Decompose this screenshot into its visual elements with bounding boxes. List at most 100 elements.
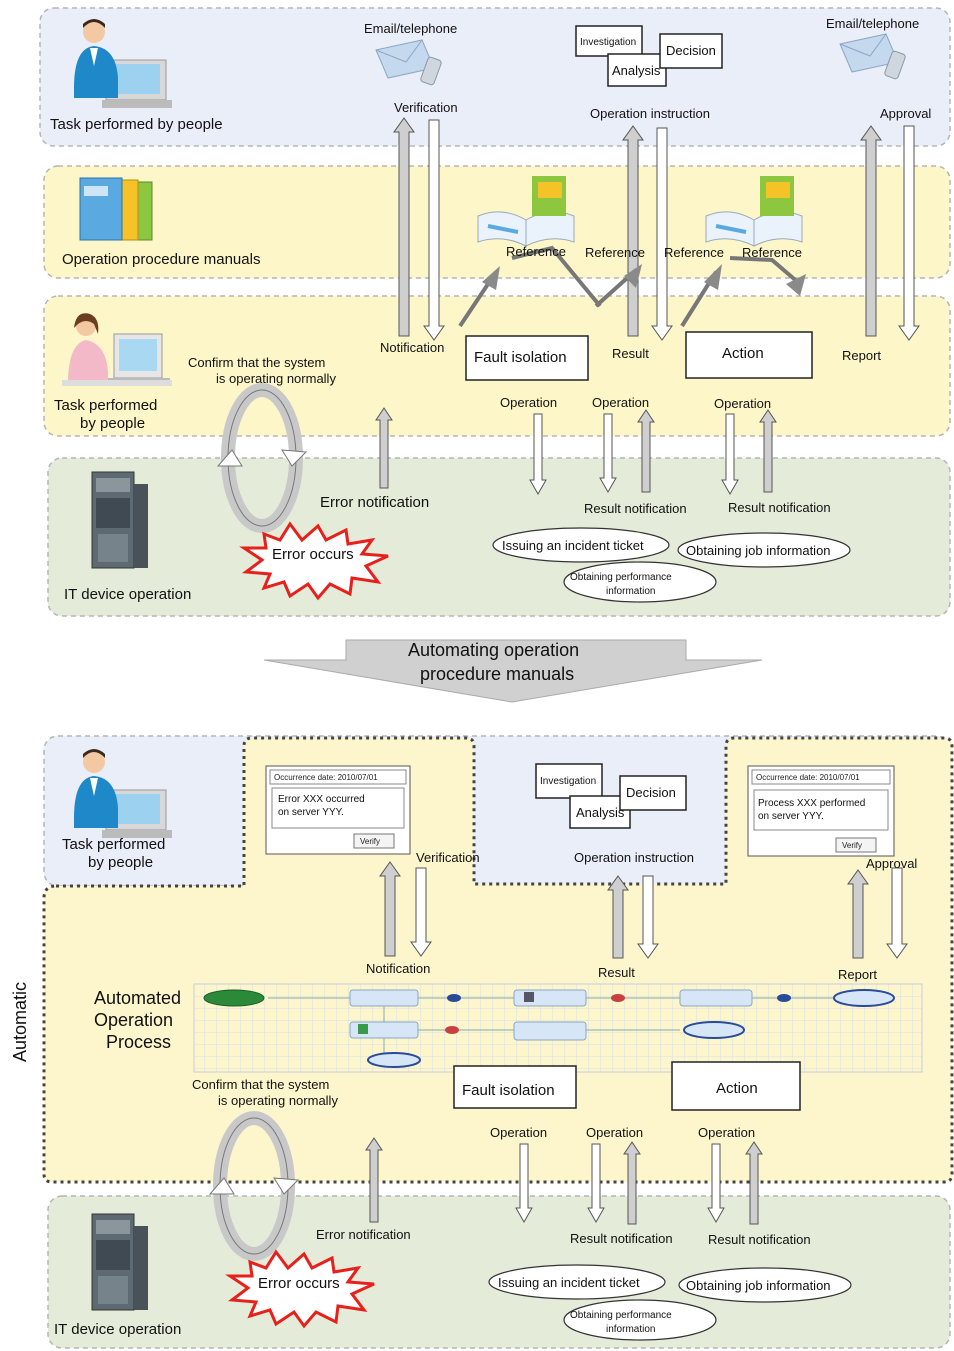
operation-arrow-top-1 xyxy=(529,413,547,496)
bottom-section: Automatic Task performed by people Occur… xyxy=(10,735,954,1349)
operation-arrow-top-3 xyxy=(721,413,739,496)
fault-isolation-box-top xyxy=(465,335,589,381)
open-manual-icon xyxy=(705,176,803,247)
popup-left-body-1: Error XXX occurred xyxy=(278,794,365,805)
approval-arrows xyxy=(860,125,920,341)
notification-popup-right: Occurrence date: 2010/07/01 Process XXX … xyxy=(747,765,895,857)
document-stack: Investigation Analysis Decision xyxy=(575,25,723,87)
error-burst-icon: Error occurs xyxy=(239,521,389,601)
issuing-ticket-ellipse-top xyxy=(492,527,670,563)
email-label-right-top: Email/telephone xyxy=(826,16,919,31)
operation-arrow-bottom-1 xyxy=(515,1143,533,1224)
notification-popup-left: Occurrence date: 2010/07/01 Error XXX oc… xyxy=(265,765,411,855)
notification-label-top: Notification xyxy=(380,340,444,355)
popup-right-body-2: on server YYY. xyxy=(758,811,824,822)
lane-label-operator-top-1: Task performed xyxy=(54,397,157,414)
popup-left-date: Occurrence date: 2010/07/01 xyxy=(274,773,378,782)
document-stack: Investigation Analysis Decision xyxy=(535,763,687,829)
open-manual-icon xyxy=(477,176,575,247)
fault-isolation-box-bottom xyxy=(453,1065,577,1109)
popup-right-verify-button[interactable] xyxy=(835,837,877,853)
instruction-arrows xyxy=(622,125,673,341)
popup-left-verify-label: Verify xyxy=(360,837,380,846)
verification-arrow-down-bottom xyxy=(410,867,432,957)
result-arrow-up-bottom xyxy=(607,875,629,959)
lane-label-people-bottom-2: by people xyxy=(88,854,153,871)
automatic-label: Automatic xyxy=(10,982,30,1062)
operation-instruction-label-bottom: Operation instruction xyxy=(574,850,694,865)
email-telephone-icon xyxy=(839,33,906,80)
operation-label-bottom-2: Operation xyxy=(586,1125,643,1140)
operation-arrow-top-2 xyxy=(599,413,617,494)
obtaining-perf-label-top-1: Obtaining performance xyxy=(570,572,672,583)
operation-label-bottom-3: Operation xyxy=(698,1125,755,1140)
obtaining-job-ellipse-bottom xyxy=(678,1267,852,1303)
report-arrow-up-bottom xyxy=(847,869,869,959)
process-title-2: Operation xyxy=(94,1010,173,1030)
process-flow-canvas xyxy=(193,983,923,1073)
reference-label-3: Reference xyxy=(664,245,724,260)
lane-label-manuals-top: Operation procedure manuals xyxy=(62,251,260,268)
transition-arrow: Automating operation procedure manuals xyxy=(263,639,763,703)
operation-arrow-bottom-2 xyxy=(587,1143,605,1224)
reference-label-2: Reference xyxy=(585,245,645,260)
error-occurs-label-bottom: Error occurs xyxy=(258,1275,340,1292)
error-occurs-label-top: Error occurs xyxy=(272,546,354,563)
report-label-bottom: Report xyxy=(838,967,877,982)
svg-text:Investigation: Investigation xyxy=(580,37,636,48)
person-at-computer-icon xyxy=(74,19,172,108)
popup-right-body-1: Process XXX performed xyxy=(758,798,865,809)
obtaining-perf-label-bottom-2: information xyxy=(606,1324,655,1335)
lane-label-people-top: Task performed by people xyxy=(50,116,223,133)
error-notification-arrow-bottom xyxy=(365,1137,383,1223)
verification-label-bottom: Verification xyxy=(416,850,480,865)
email-label-left-top: Email/telephone xyxy=(364,21,457,36)
instruction-arrow-down-bottom xyxy=(637,875,659,959)
operation-label-top-3: Operation xyxy=(714,396,771,411)
operation-label-top-2: Operation xyxy=(592,395,649,410)
person-at-computer-icon xyxy=(74,749,172,838)
email-telephone-icon xyxy=(375,39,442,86)
fault-isolation-label-bottom: Fault isolation xyxy=(462,1082,555,1099)
error-notification-label-bottom: Error notification xyxy=(316,1227,411,1242)
result-label-bottom: Result xyxy=(598,965,635,980)
result-arrow-bottom-1 xyxy=(623,1141,641,1225)
error-notification-arrow-top xyxy=(375,407,393,489)
reference-label-4: Reference xyxy=(742,245,802,260)
obtaining-job-label-bottom: Obtaining job information xyxy=(686,1278,831,1293)
lane-label-people-bottom-1: Task performed xyxy=(62,836,165,853)
result-notification-label-top-1: Result notification xyxy=(584,501,687,516)
action-label-bottom: Action xyxy=(716,1080,758,1097)
transition-label-2: procedure manuals xyxy=(420,664,574,684)
result-arrow-top-2 xyxy=(759,409,777,493)
operation-instruction-label-top: Operation instruction xyxy=(590,106,710,121)
server-rack-icon xyxy=(91,471,148,569)
result-notification-label-bottom-2: Result notification xyxy=(708,1232,811,1247)
issuing-ticket-label-bottom: Issuing an incident ticket xyxy=(498,1275,640,1290)
approval-label-top: Approval xyxy=(880,106,931,121)
action-box-bottom xyxy=(671,1061,801,1111)
process-title-1: Automated xyxy=(94,988,181,1008)
confirm-label-bottom-2: is operating normally xyxy=(218,1093,338,1108)
popup-left-verify-button[interactable] xyxy=(353,833,395,849)
confirm-label-bottom-1: Confirm that the system xyxy=(192,1077,329,1092)
server-rack-icon xyxy=(91,1213,148,1311)
lane-label-it-bottom: IT device operation xyxy=(54,1321,181,1338)
svg-text:Decision: Decision xyxy=(626,785,676,800)
confirm-label-top-1: Confirm that the system xyxy=(188,355,325,370)
transition-label-1: Automating operation xyxy=(408,640,579,660)
cycle-arrows-icon xyxy=(216,383,308,533)
svg-text:Decision: Decision xyxy=(666,43,716,58)
cycle-arrows-icon xyxy=(208,1111,300,1261)
result-label-top: Result xyxy=(612,346,649,361)
lane-label-operator-top-2: by people xyxy=(80,415,145,432)
binders-icon xyxy=(79,177,153,241)
result-arrow-bottom-2 xyxy=(745,1141,763,1225)
obtaining-job-ellipse-top xyxy=(677,532,851,568)
process-title-3: Process xyxy=(106,1032,171,1052)
obtaining-perf-ellipse-bottom xyxy=(563,1299,717,1341)
obtaining-perf-label-bottom-1: Obtaining performance xyxy=(570,1310,672,1321)
operator-at-computer-icon xyxy=(62,313,172,386)
report-label-top: Report xyxy=(842,348,881,363)
result-arrow-top-1 xyxy=(637,409,655,493)
